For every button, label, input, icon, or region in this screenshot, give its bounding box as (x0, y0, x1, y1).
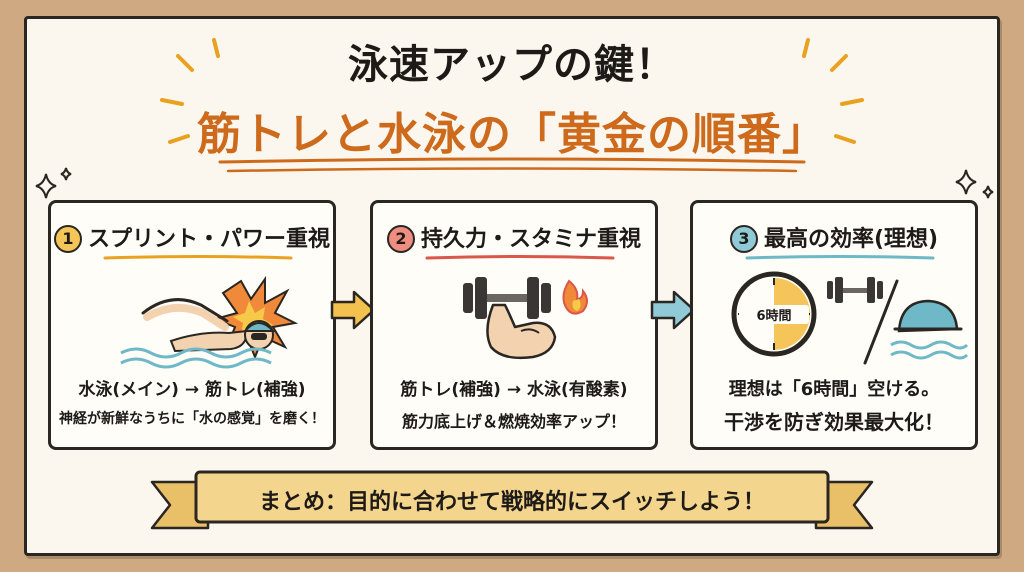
card-title: 最高の効率(理想) (763, 227, 939, 252)
card-tip-text: 筋力底上げ＆燃焼効率アップ！ (401, 412, 626, 431)
card-tip-text: 干渉を防ぎ効果最大化！ (724, 410, 944, 434)
swimmer-icon (120, 275, 299, 369)
card-tip-text: 神経が新鮮なうちに「水の感覚」を磨く！ (59, 411, 325, 427)
number-badge: 2 (386, 225, 415, 253)
dumbbell-flex-icon (463, 277, 588, 360)
card-order-text: 理想は「6時間」空ける。 (728, 379, 940, 400)
number-badge: 1 (53, 225, 82, 253)
heading-underline (425, 255, 615, 260)
clock-label: 6時間 (739, 305, 809, 324)
card-order-text: 筋トレ(補強) → 水泳(有酸素) (400, 380, 628, 400)
divider-slash (863, 279, 899, 365)
card-title: 持久力・スタミナ重視 (420, 227, 641, 252)
card-order-text: 水泳(メイン) → 筋トレ(補強) (78, 380, 306, 400)
heading-underline (103, 255, 293, 260)
swim-cap-icon (890, 299, 969, 360)
dumbbell-icon (827, 277, 883, 303)
subtitle: 筋トレと水泳の「黄金の順番」 (197, 109, 827, 160)
main-title: 泳速アップの鍵！ (348, 42, 676, 88)
summary-text: まとめ：目的に合わせて戦略的にスイッチしよう！ (258, 490, 765, 515)
summary-ribbon (150, 470, 874, 530)
number-badge: 3 (729, 225, 758, 253)
arrow-right-icon (650, 290, 696, 330)
heading-underline (745, 255, 935, 260)
card-title: スプリント・パワー重視 (87, 227, 330, 252)
arrow-right-icon (330, 290, 376, 330)
title-underline (218, 157, 806, 173)
